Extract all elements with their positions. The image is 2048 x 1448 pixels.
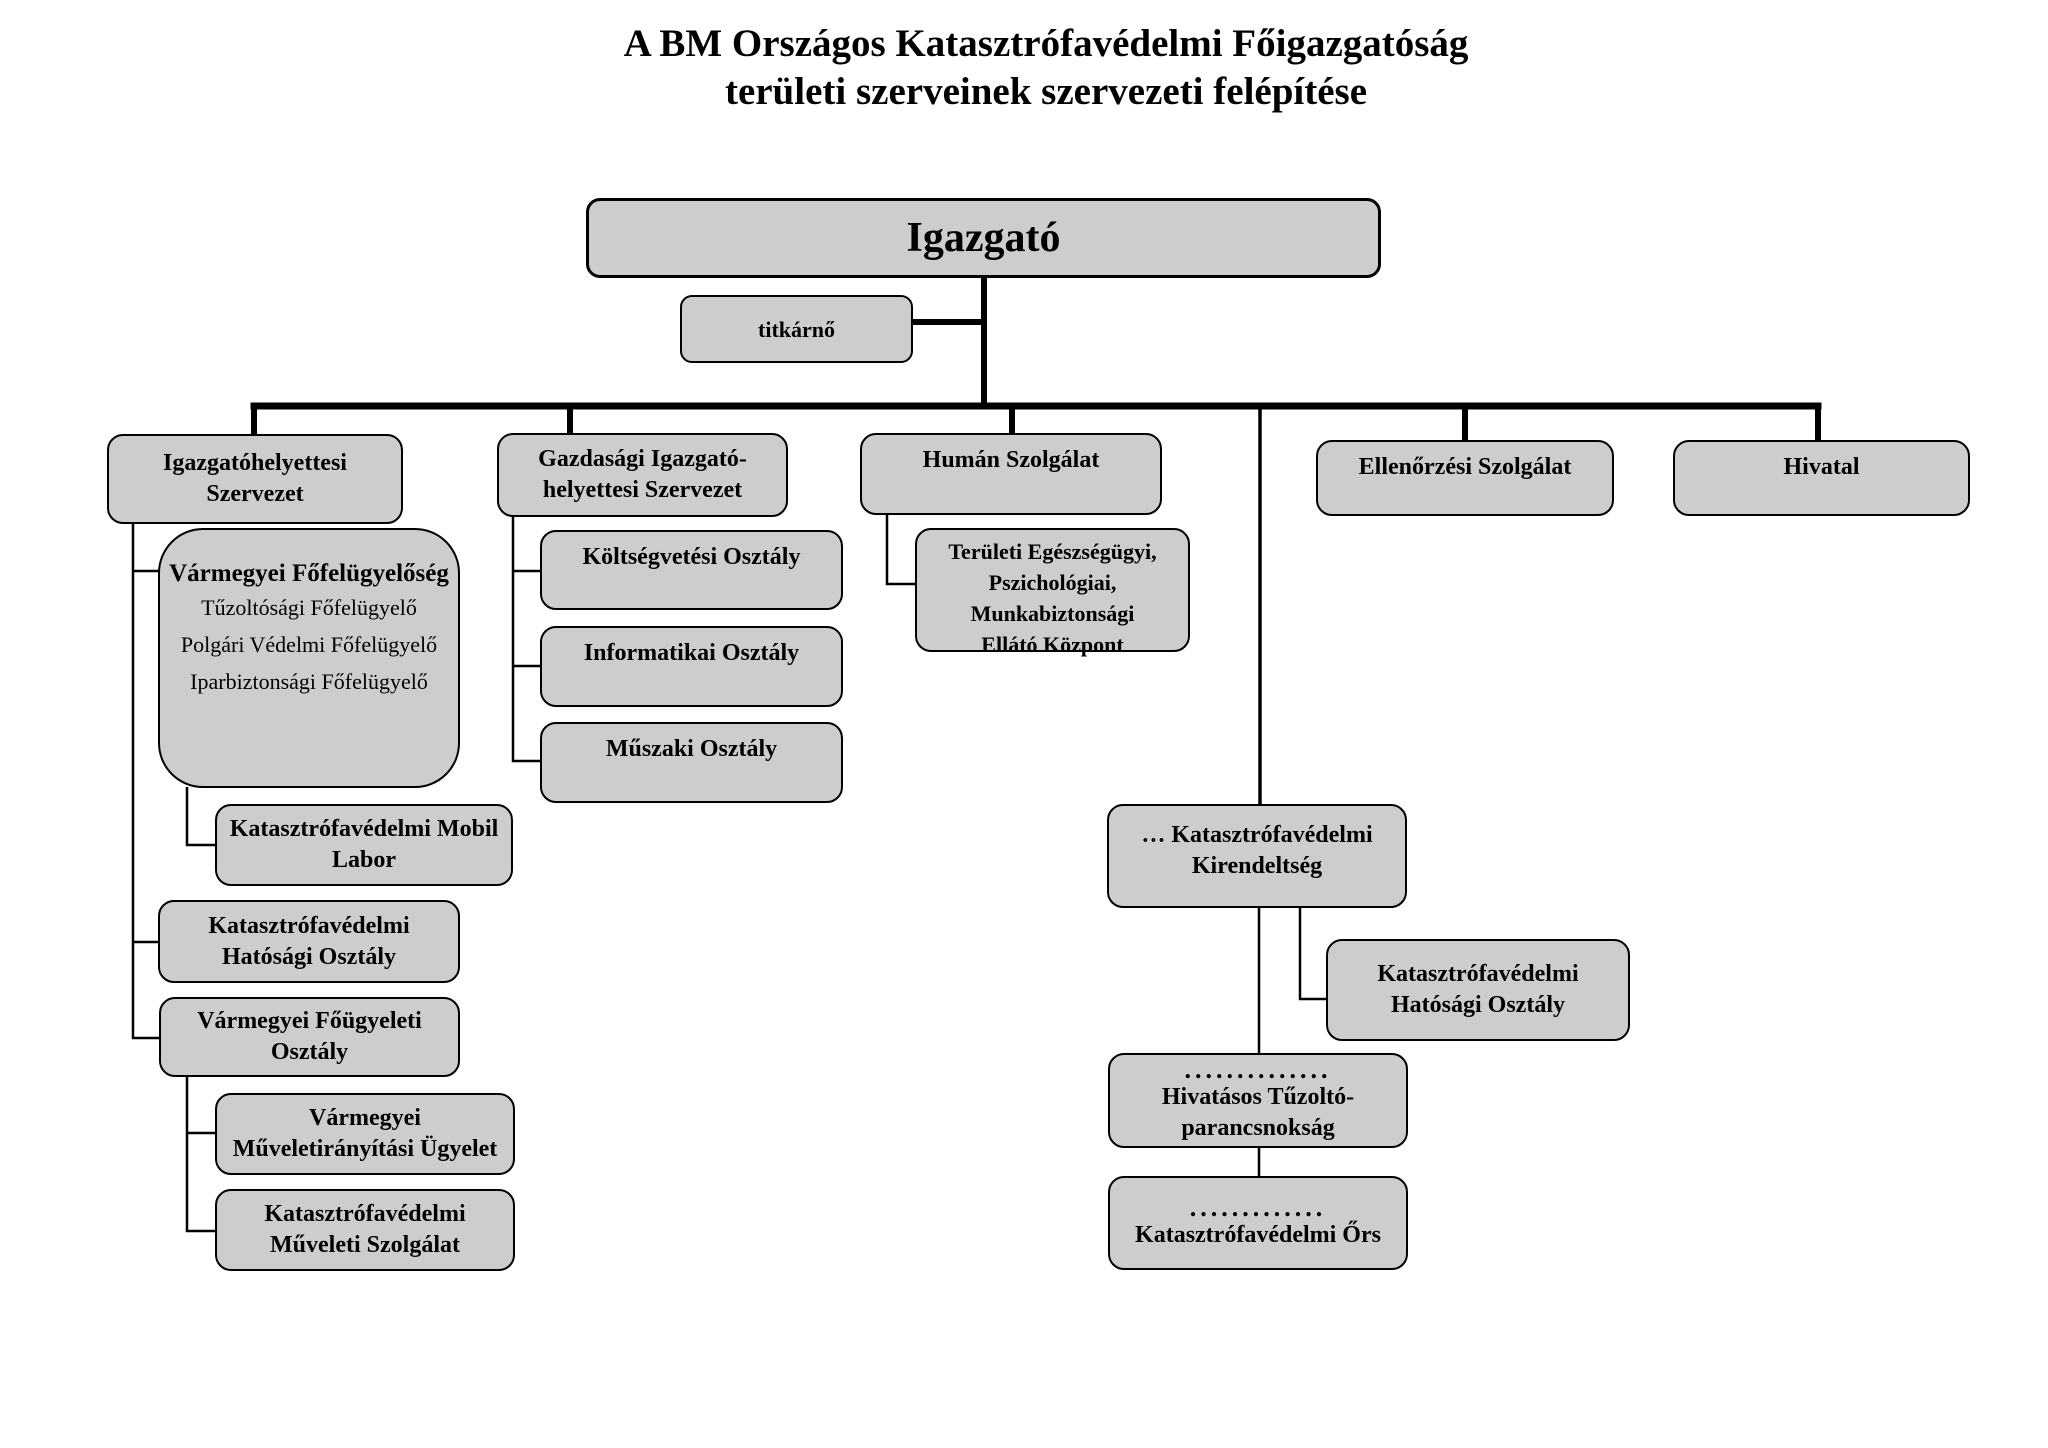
node-label-line: Katasztrófavédelmi Őrs	[1135, 1221, 1381, 1248]
child-connectors	[131, 514, 1327, 1233]
node-kirendeltseg: … Katasztrófavédelmi Kirendeltség	[1107, 804, 1407, 908]
node-kat-hatosagi-osztaly-kirendeltseg: Katasztrófavédelmi Hatósági Osztály	[1326, 939, 1630, 1041]
node-label-line: Kirendeltség	[1191, 853, 1323, 879]
node-label-line: Vármegyei	[309, 1105, 421, 1131]
node-teruleti-ellato-kozpont: Területi Egészségügyi, Pszichológiai, Mu…	[915, 528, 1190, 657]
node-label-line: Katasztrófavédelmi Mobil	[229, 816, 499, 842]
node-varmegyei-fofelugyeloseg: Vármegyei Főfelügyelőség Tűzoltósági Főf…	[158, 528, 460, 788]
node-label-line: Műveletirányítási Ügyelet	[232, 1136, 498, 1162]
node-tuzolto-parancsnoksag: .............. Hivatásos Tűzoltó- paranc…	[1108, 1053, 1408, 1148]
node-label-line: Ellenőrzési Szolgálat	[1358, 454, 1572, 480]
node-varmegyei-fougyeleti-osztaly: Vármegyei Főügyeleti Osztály	[159, 997, 460, 1077]
node-mobil-labor: Katasztrófavédelmi Mobil Labor	[215, 804, 513, 886]
node-muveletiranyitasi-ugyelet: Vármegyei Műveletirányítási Ügyelet	[215, 1093, 515, 1175]
node-label-line: Osztály	[270, 1039, 349, 1065]
node-label-line: Ellátó Központ	[981, 632, 1124, 657]
placeholder-dots: ..............	[1184, 1054, 1332, 1084]
node-label-line: helyettesi Szervezet	[542, 477, 743, 503]
node-label-line: Költségvetési Osztály	[582, 544, 801, 570]
node-label-line: Szervezet	[206, 481, 304, 507]
node-human-szolgalat: Humán Szolgálat	[860, 433, 1162, 515]
node-igazgatohelyettesi-szervezet: Igazgatóhelyettesi Szervezet	[107, 434, 403, 524]
node-label-line: Katasztrófavédelmi	[208, 912, 410, 939]
node-label-line: Hivatal	[1783, 454, 1860, 480]
node-label-line: Hatósági Osztály	[222, 943, 396, 970]
node-kat-hatosagi-osztaly-megyei: Katasztrófavédelmi Hatósági Osztály	[158, 900, 460, 983]
node-label-line: Tűzoltósági Főfelügyelő	[201, 595, 417, 620]
node-label-line: Informatikai Osztály	[583, 640, 800, 666]
node-label-line: Labor	[331, 847, 396, 873]
node-label-line: Polgári Védelmi Főfelügyelő	[180, 632, 438, 657]
node-muszaki-osztaly: Műszaki Osztály	[540, 722, 843, 803]
node-muveleti-szolgalat: Katasztrófavédelmi Műveleti Szolgálat	[215, 1189, 515, 1271]
node-katasztrofavedelmi-ors: ............. Katasztrófavédelmi Őrs	[1108, 1176, 1408, 1270]
node-ellenorzesi-szolgalat: Ellenőrzési Szolgálat	[1316, 440, 1614, 516]
chart-title: A BM Országos Katasztrófavédelmi Főigazg…	[246, 20, 1846, 116]
trunk-and-drops	[251, 277, 1821, 442]
node-label-line: Gazdasági Igazgató-	[538, 446, 747, 472]
node-informatikai-osztaly: Informatikai Osztály	[540, 626, 843, 707]
node-igazgato: Igazgató	[586, 198, 1381, 278]
node-titkarno: titkárnő	[680, 295, 913, 363]
node-titkarno-label: titkárnő	[758, 316, 835, 342]
node-gazdasagi-szervezet: Gazdasági Igazgató- helyettesi Szervezet	[497, 433, 788, 517]
node-label-line: Hatósági Osztály	[1391, 992, 1565, 1018]
node-label-line: Műveleti Szolgálat	[270, 1232, 460, 1258]
node-label-line: Vármegyei Főfelügyelőség	[169, 560, 449, 587]
node-label-line: Területi Egészségügyi,	[948, 539, 1157, 564]
chart-title-line2: területi szerveinek szervezeti felépítés…	[724, 70, 1368, 113]
node-label-line: Igazgatóhelyettesi	[163, 450, 347, 476]
node-label-line: Iparbiztonsági Főfelügyelő	[190, 669, 428, 694]
node-label-line: parancsnokság	[1181, 1114, 1335, 1141]
placeholder-dots: .............	[1189, 1192, 1327, 1222]
node-koltsegvetesi-osztaly: Költségvetési Osztály	[540, 530, 843, 610]
node-label-line: Humán Szolgálat	[922, 447, 1100, 473]
node-label-line: Hivatásos Tűzoltó-	[1161, 1083, 1355, 1110]
node-hivatal: Hivatal	[1673, 440, 1970, 516]
node-label-line: … Katasztrófavédelmi	[1141, 822, 1373, 848]
node-label-line: Katasztrófavédelmi	[1377, 961, 1579, 987]
node-label-line: Műszaki Osztály	[605, 736, 778, 762]
chart-title-line1: A BM Országos Katasztrófavédelmi Főigazg…	[623, 22, 1469, 65]
node-label-line: Katasztrófavédelmi	[264, 1201, 466, 1227]
node-igazgato-label: Igazgató	[906, 215, 1061, 261]
node-label-line: Pszichológiai,	[988, 570, 1117, 595]
node-label-line: Munkabiztonsági	[970, 601, 1135, 626]
node-label-line: Vármegyei Főügyeleti	[197, 1008, 422, 1034]
